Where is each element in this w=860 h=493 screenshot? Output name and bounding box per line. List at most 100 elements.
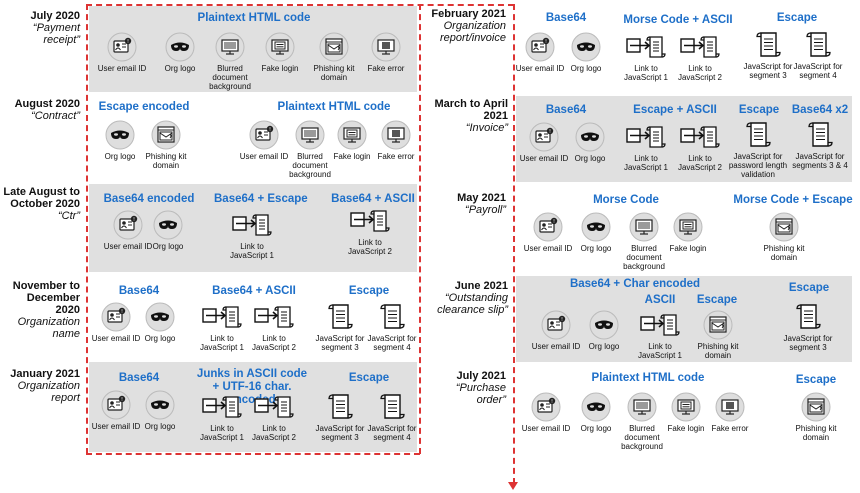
item-caption: User email ID [531,342,581,351]
item-caption: JavaScript for segment 4 [367,334,417,352]
user-email-id-item: !User email ID [234,120,294,161]
user-id-icon: ! [529,122,559,152]
js-segment-item: JavaScript for segment 3 [738,30,798,80]
item-caption: Org logo [580,244,612,253]
encoding-header: Escape [348,285,390,297]
user-email-id-item: ! User email ID [516,392,576,433]
user-email-id-item: ! User email ID [98,210,158,251]
item-caption: Org logo [574,154,606,163]
item-caption: Org logo [570,64,602,73]
item-caption: Fake login [333,152,371,161]
fake-login-icon [265,32,295,62]
encoding-header: Base64 [545,12,587,24]
subject-text: Organization report/invoice [439,20,506,44]
subject-text: Organization report [17,380,80,404]
date-label: July 2020“Payment receipt” [2,10,80,46]
js-segment-item: JavaScript for segment 3 [778,302,838,352]
user-email-id-item: !User email ID [86,390,146,431]
mask-icon [581,392,611,422]
script-scroll-icon [805,120,835,150]
svg-text:!: ! [121,397,123,403]
phishing-kit-icon [703,310,733,340]
svg-text:!: ! [269,127,271,133]
item-caption: User email ID [521,424,571,433]
svg-text:!: ! [551,399,553,405]
band-late-aug-oct-2020 [89,184,417,272]
js-segment-item: JavaScript for segment 3 [310,392,370,442]
phishing-kit-item: Phishing kit domain [786,392,846,442]
encoding-header: Morse Code + ASCII [623,14,733,26]
item-caption: Link to JavaScript 1 [623,154,669,172]
encoding-header: Base64 + ASCII [331,193,415,205]
item-caption: User email ID [103,242,153,251]
link-arrow-icon [254,392,294,422]
item-caption: Fake error [377,152,415,161]
link-arrow-icon [202,392,242,422]
link-arrow-icon [202,302,242,332]
item-caption: Link to JavaScript 1 [637,342,683,360]
item-caption: Blurred document background [209,64,251,91]
user-email-id-item: !User email ID [510,32,570,73]
mask-icon [145,390,175,420]
org-logo-item: Org logo [556,32,616,73]
fake-login-item: Fake login [322,120,382,161]
item-caption: Blurred document background [289,152,331,179]
js-link-item: Link to JavaScript 2 [670,122,730,172]
js-segment-item: JavaScript for segment 4 [788,30,848,80]
date-text: February 2021 [431,8,506,20]
user-email-id-item: !User email ID [518,212,578,253]
link-arrow-icon [350,206,390,236]
band-january-2021 [89,362,417,452]
script-scroll-icon [803,30,833,60]
phishing-kit-icon [769,212,799,242]
item-caption: Link to JavaScript 1 [623,64,669,82]
user-id-icon: ! [541,310,571,340]
timeline-top-connector [86,4,514,6]
encoding-header: Plaintext HTML code [197,12,311,24]
item-caption: Link to JavaScript 1 [199,334,245,352]
script-scroll-icon [377,302,407,332]
user-id-icon: ! [531,392,561,422]
user-id-icon: ! [113,210,143,240]
link-arrow-icon [626,32,666,62]
date-text: March to April 2021 [434,98,508,122]
encoding-header: Base64 + Char encoded [569,278,701,290]
encoding-header: Base64 encoded [103,193,195,205]
item-caption: Org logo [152,242,184,251]
svg-text:!: ! [549,129,551,135]
item-caption: JavaScript for segment 3 [783,334,833,352]
fake-error-item: Fake error [700,392,760,433]
item-caption: JavaScript for segment 4 [367,424,417,442]
date-text: Late August to October 2020 [3,186,80,210]
fake-login-item: Fake login [658,212,718,253]
js-link-item: Link to JavaScript 1 [630,310,690,360]
encoding-header: Base64 + ASCII [212,285,296,297]
link-arrow-icon [232,210,272,240]
js-link-item: Link to JavaScript 2 [670,32,730,82]
script-scroll-icon [793,302,823,332]
item-caption: Fake login [667,424,705,433]
user-email-id-item: !User email ID [92,32,152,73]
item-caption: Phishing kit domain [697,342,739,360]
org-logo-item: Org logo [574,310,634,351]
subject-text: “Payroll” [465,204,506,216]
item-caption: Phishing kit domain [145,152,187,170]
item-caption: JavaScript for segment 3 [743,62,793,80]
item-caption: Org logo [164,64,196,73]
link-arrow-icon [254,302,294,332]
date-text: January 2021 [10,368,80,380]
phishing-kit-icon [801,392,831,422]
date-label: July 2021“Purchase order” [424,370,506,406]
script-scroll-icon [753,30,783,60]
js-link-item: Link to JavaScript 1 [192,392,252,442]
encoding-header: Escape [795,374,837,386]
js-link-item: Link to JavaScript 1 [222,210,282,260]
date-label: August 2020“Contract” [2,98,80,122]
encoding-header: Escape [696,294,738,306]
item-caption: User email ID [523,244,573,253]
mask-icon [571,32,601,62]
timeline-mid-connector [419,4,421,454]
user-email-id-item: !User email ID [86,302,146,343]
svg-text:!: ! [133,217,135,223]
subject-text: “Purchase order” [455,382,506,406]
